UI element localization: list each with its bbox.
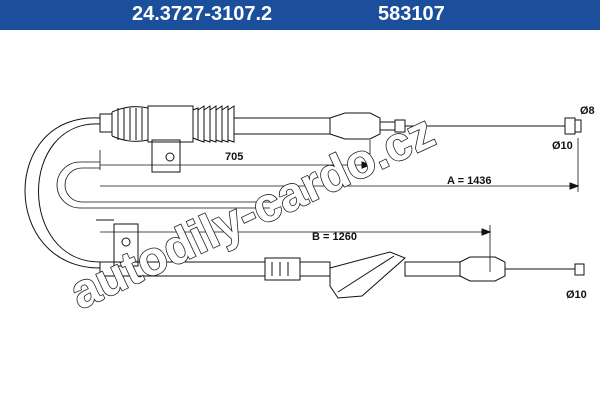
cable-loop-outer: [24, 117, 101, 269]
article-code: 583107: [378, 3, 445, 25]
label-dia8: Ø8: [580, 105, 595, 117]
top-boot: [99, 105, 235, 173]
header-bar: 24.3727-3107.2 583107: [0, 0, 600, 30]
cable-loop-inner: [38, 123, 101, 263]
label-dia10-bottom: Ø10: [566, 289, 587, 301]
upper-channel-guide: [56, 161, 270, 209]
top-nipple: [564, 117, 576, 135]
bottom-ferrule: [459, 256, 506, 282]
lower-bracket: [113, 223, 139, 267]
label-a-length: A = 1436: [447, 175, 492, 187]
top-sleeve: [233, 117, 331, 135]
label-705: 705: [225, 151, 243, 163]
bottom-nipple: [574, 263, 585, 276]
top-ferrule: [329, 112, 381, 140]
label-dia10-top: Ø10: [552, 140, 573, 152]
watermark-text: autodily-cardo.cz: [62, 105, 442, 320]
bottom-mount-plate: [329, 251, 406, 299]
upper-channel-guide-inner: [64, 167, 270, 203]
cable-drawing: 705 A = 1436 B = 1260 Ø8 Ø10 Ø10 autodil…: [24, 104, 595, 321]
label-b-length: B = 1260: [312, 231, 357, 243]
part-number: 24.3727-3107.2: [132, 3, 273, 25]
